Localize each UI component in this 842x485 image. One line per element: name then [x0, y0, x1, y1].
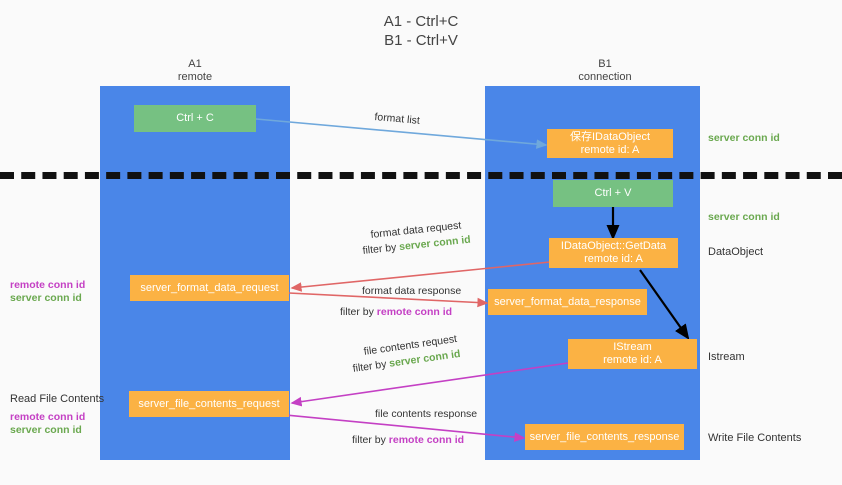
note-read-file-contents: Read File Contents	[10, 393, 105, 405]
box-server-format-data-request[interactable]: server_format_data_request	[130, 275, 289, 301]
arrow-label-file-contents-response: file contents response	[375, 408, 477, 421]
note-server-conn-id-mid: server conn id	[708, 211, 780, 223]
box-save-idataobject-line2: remote id: A	[580, 143, 640, 156]
box-save-idataobject-line1: 保存IDataObject	[569, 130, 651, 143]
box-server-format-data-response-label: server_format_data_response	[494, 295, 641, 308]
note-left-server-conn-id-1: server conn id	[10, 292, 82, 304]
box-server-file-contents-request-label: server_file_contents_request	[138, 397, 280, 410]
box-idataobject-getdata-line2: remote id: A	[584, 253, 643, 265]
arrow-label-format-data-response: format data response	[362, 285, 461, 298]
box-server-format-data-response[interactable]: server_format_data_response	[488, 289, 647, 315]
box-istream[interactable]: IStream remote id: A	[568, 339, 697, 369]
box-save-idataobject[interactable]: 保存IDataObject remote id: A	[547, 129, 673, 158]
filter-key-remote-conn-id: remote conn id	[376, 306, 453, 318]
box-server-file-contents-response-label: server_file_contents_response	[529, 430, 680, 443]
filter-prefix: filter by	[340, 306, 377, 318]
filter-prefix: filter by	[362, 241, 400, 257]
box-server-file-contents-request[interactable]: server_file_contents_request	[129, 391, 289, 417]
arrow-label-format-data-response-text: format data response	[362, 285, 462, 297]
phase-divider-dashed-line	[0, 172, 842, 179]
note-left-remote-conn-id-2: remote conn id	[10, 411, 86, 423]
note-istream: Istream	[708, 351, 745, 363]
box-idataobject-getdata[interactable]: IDataObject::GetData remote id: A	[549, 238, 678, 268]
lane-a1-sub: remote	[177, 71, 213, 83]
lane-b1-name: B1	[598, 58, 612, 70]
box-ctrl-v[interactable]: Ctrl + V	[553, 180, 673, 207]
page-title-line1: A1 - Ctrl+C	[383, 13, 459, 30]
arrow-label-file-contents-response-text: file contents response	[375, 408, 478, 420]
box-idataobject-getdata-line1: IDataObject::GetData	[560, 240, 667, 252]
box-ctrl-c[interactable]: Ctrl + C	[134, 105, 256, 132]
box-istream-line2: remote id: A	[603, 354, 662, 366]
page-title-line2: B1 - Ctrl+V	[384, 32, 458, 49]
box-ctrl-v-label: Ctrl + V	[594, 187, 632, 199]
filter-prefix: filter by	[352, 357, 391, 375]
arrow-label-format-data-response-filter: filter by remote conn id	[340, 306, 452, 319]
arrow-label-format-list: format list	[374, 111, 420, 128]
box-istream-line1: IStream	[613, 341, 652, 353]
note-dataobject: DataObject	[708, 246, 764, 258]
note-server-conn-id-top: server conn id	[708, 132, 780, 144]
box-server-file-contents-response[interactable]: server_file_contents_response	[525, 424, 684, 450]
arrow-label-format-list-text: format list	[373, 111, 421, 127]
arrow-label-file-contents-response-filter: filter by remote conn id	[352, 434, 464, 447]
filter-prefix: filter by	[352, 434, 389, 446]
note-left-server-conn-id-2: server conn id	[10, 424, 82, 436]
box-ctrl-c-label: Ctrl + C	[176, 112, 214, 124]
note-write-file-contents: Write File Contents	[708, 432, 802, 444]
lane-a1-name: A1	[188, 58, 202, 70]
filter-key-remote-conn-id: remote conn id	[388, 434, 465, 446]
note-left-remote-conn-id-1: remote conn id	[10, 279, 86, 291]
box-server-format-data-request-label: server_format_data_request	[140, 281, 279, 294]
lane-b1-sub: connection	[578, 71, 632, 83]
